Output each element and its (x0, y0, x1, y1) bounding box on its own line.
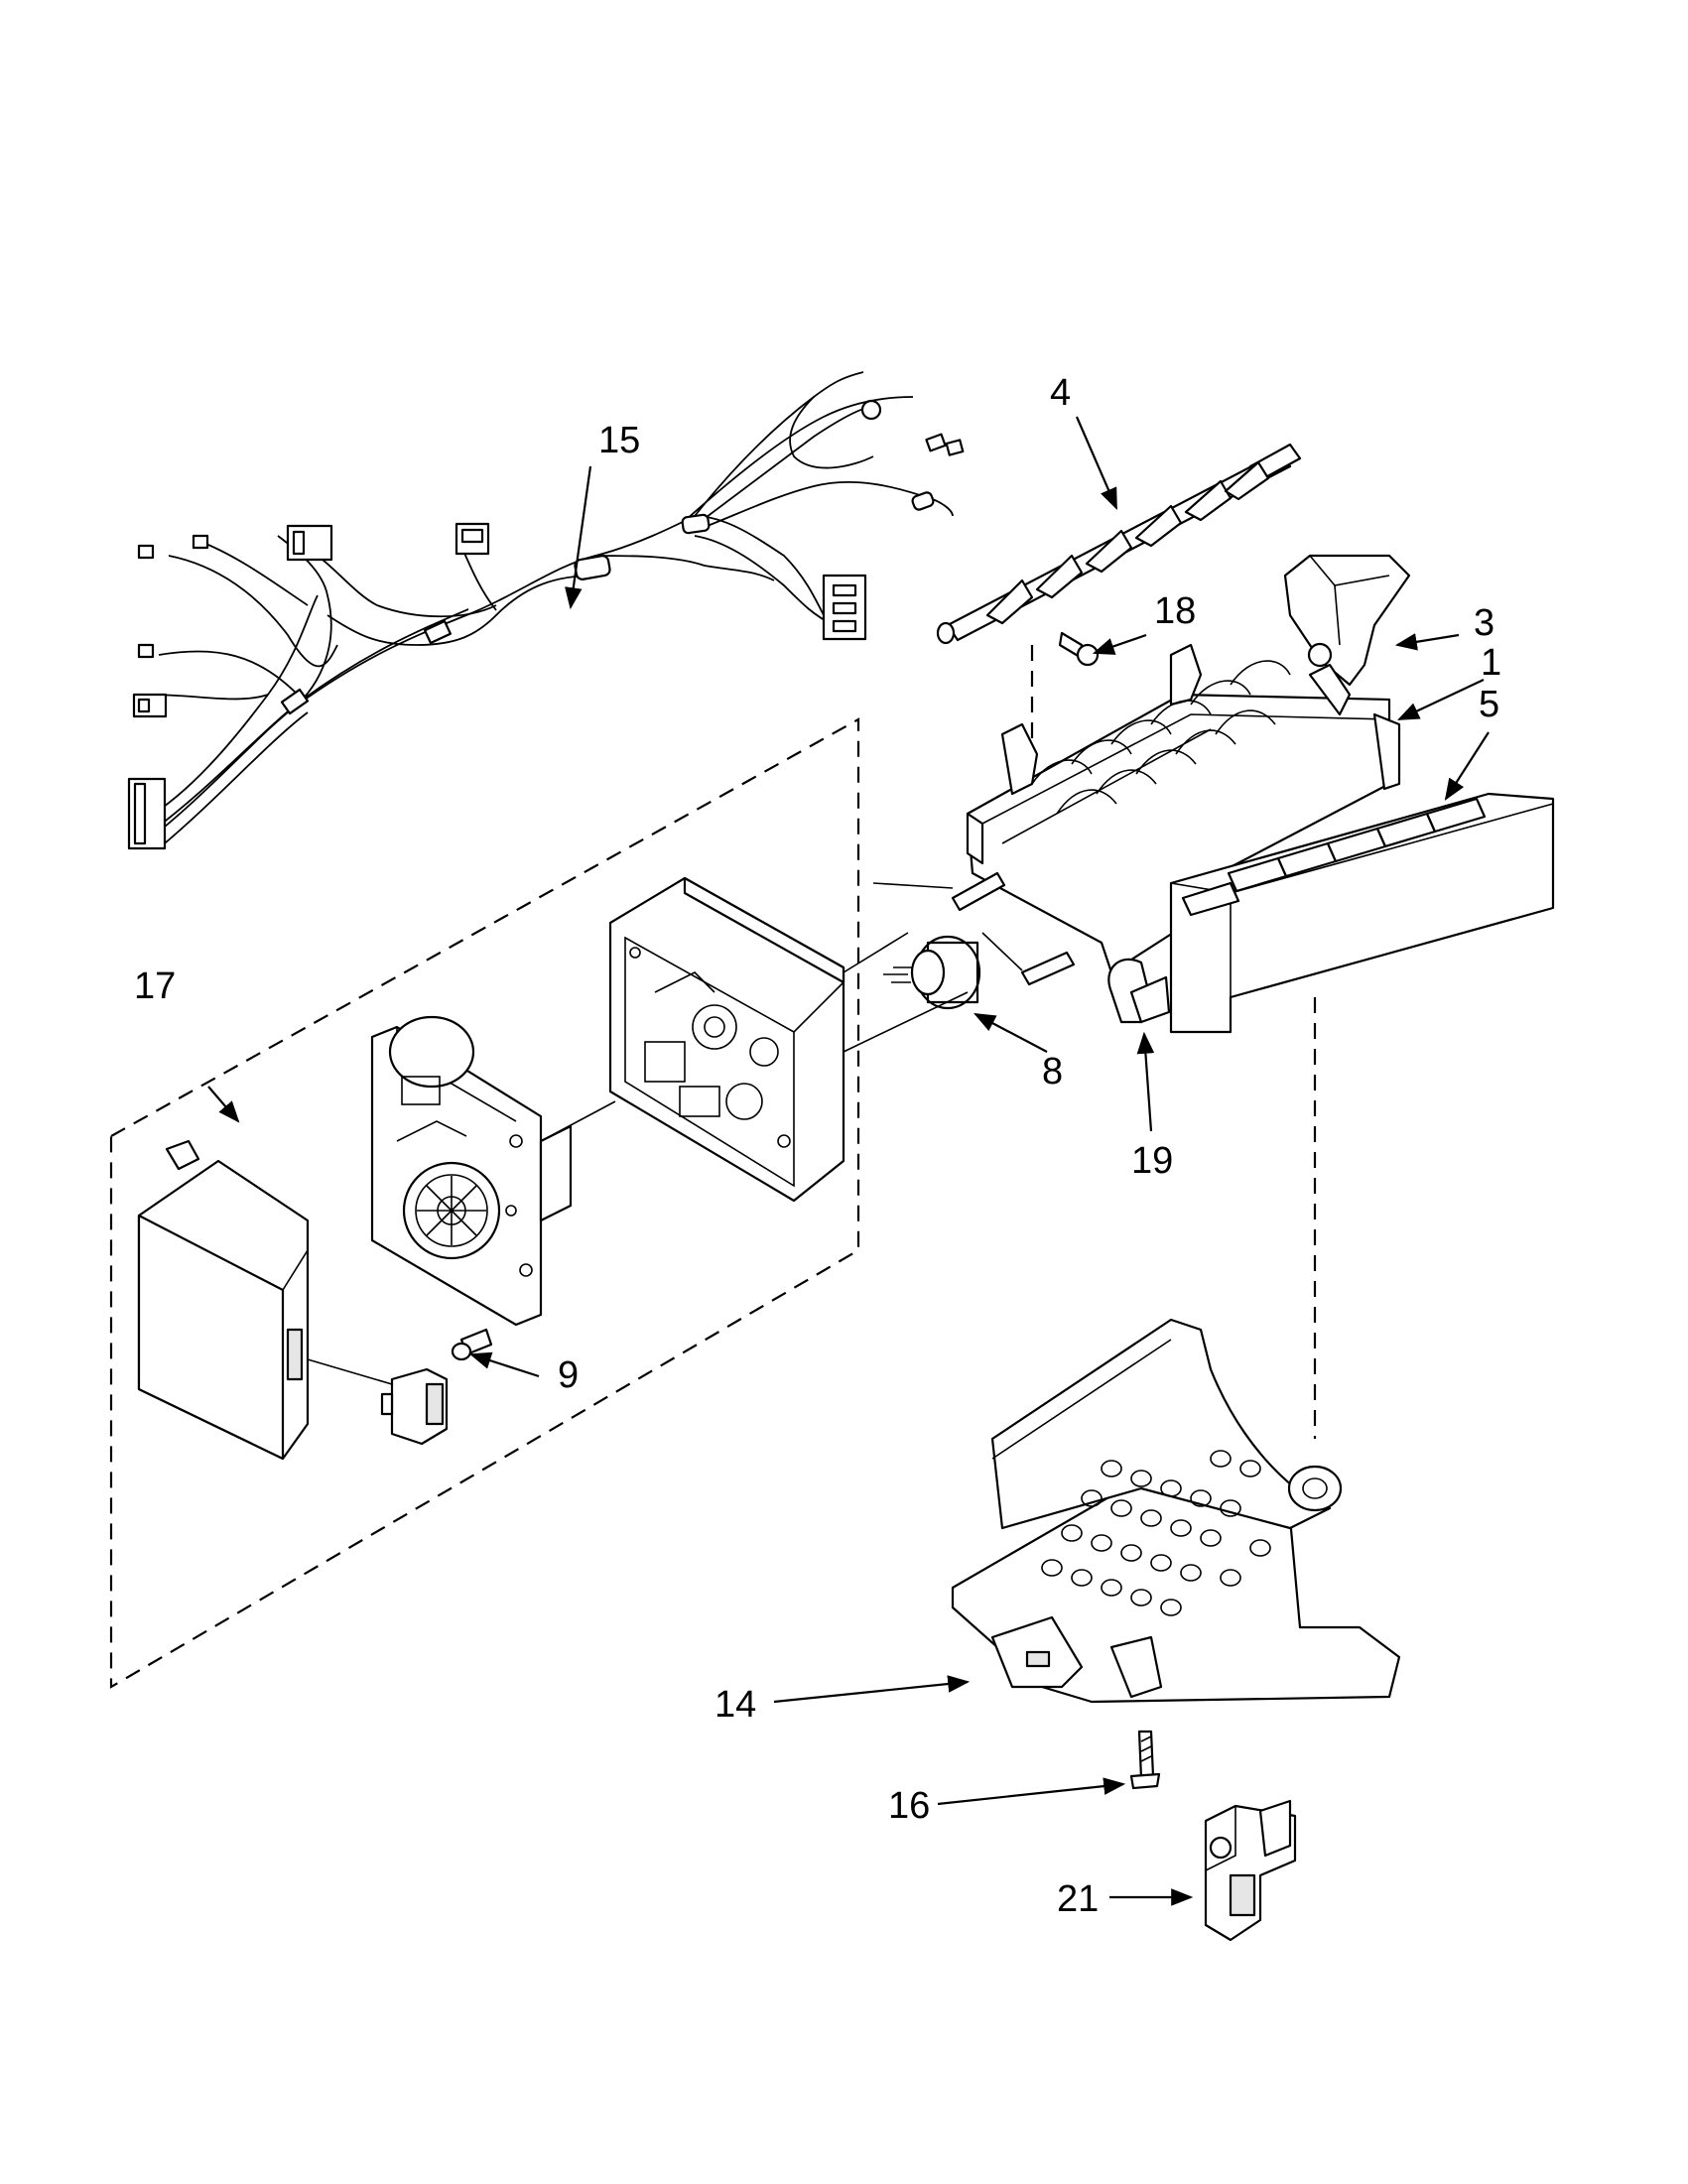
callout-21: 21 (1057, 1878, 1099, 1920)
arrow-4 (1075, 416, 1118, 511)
thermostat-part-8 (883, 935, 981, 1010)
callout-17: 17 (134, 965, 176, 1007)
callout-14: 14 (714, 1684, 756, 1726)
callout-18: 18 (1154, 590, 1196, 632)
screw-part-9 (451, 1328, 493, 1361)
assembly-boundary-part-17 (109, 717, 860, 1689)
screw-part-16 (1129, 1730, 1161, 1790)
arrow-17 (207, 1086, 240, 1123)
callout-3: 3 (1474, 602, 1494, 644)
callout-4: 4 (1050, 372, 1071, 414)
callout-19: 19 (1131, 1140, 1173, 1182)
bin-part-14 (951, 1318, 1401, 1704)
fill-cup-part-3 (1283, 554, 1411, 687)
clip-part-19 (1107, 958, 1171, 1024)
wire-harness-part-15 (127, 371, 965, 850)
callout-9: 9 (558, 1354, 579, 1396)
ejector-shaft-part-4 (936, 443, 1302, 645)
motor-plate (370, 1015, 616, 1327)
callout-1: 1 (1481, 642, 1501, 684)
arrow-8 (974, 1012, 1048, 1053)
callout-arrows (207, 416, 1490, 1906)
water-valve-part-21 (1204, 1799, 1297, 1942)
arrow-14 (773, 1675, 971, 1704)
arrow-9 (468, 1351, 540, 1378)
arrow-19 (1136, 1031, 1155, 1132)
arrow-18 (1092, 633, 1147, 655)
cover-part-5 (1169, 792, 1555, 1439)
switch (380, 1367, 449, 1446)
callout-labels: 15 4 18 3 1 5 8 19 17 9 14 16 21 (134, 372, 1501, 1920)
front-cover (137, 1139, 393, 1461)
callout-5: 5 (1479, 684, 1499, 725)
callout-8: 8 (1042, 1051, 1063, 1092)
callout-16: 16 (888, 1785, 930, 1827)
housing-back (608, 876, 969, 1203)
arrow-5 (1444, 731, 1490, 801)
arrow-1 (1397, 679, 1485, 720)
callout-15: 15 (598, 420, 640, 461)
arrow-16 (937, 1777, 1126, 1806)
arrow-3 (1394, 633, 1460, 651)
arrow-15 (565, 465, 592, 610)
